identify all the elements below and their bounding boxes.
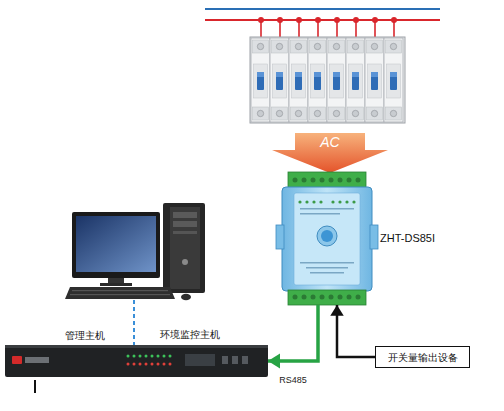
node-text: ZHT-DS85I	[380, 232, 435, 244]
connector-line	[337, 305, 375, 357]
connector	[330, 305, 375, 357]
arrow-head	[268, 354, 280, 369]
node-text: 开关量输出设备	[376, 351, 469, 365]
edge-label: RS485	[279, 375, 307, 385]
connector-line	[268, 305, 318, 361]
signal-label: AC	[320, 134, 339, 150]
connector	[134, 300, 135, 345]
management-pc: 管理主机	[65, 203, 205, 300]
connector-line	[133, 300, 135, 345]
node-text: 环境监控主机	[160, 328, 220, 342]
io-module: ZHT-DS85I	[282, 172, 372, 305]
switch-output-box: 开关量输出设备	[375, 346, 470, 368]
monitoring-host: 环境监控主机	[5, 345, 268, 377]
node-text: 管理主机	[65, 329, 105, 343]
connector	[268, 305, 318, 369]
arrow-head	[330, 305, 344, 316]
